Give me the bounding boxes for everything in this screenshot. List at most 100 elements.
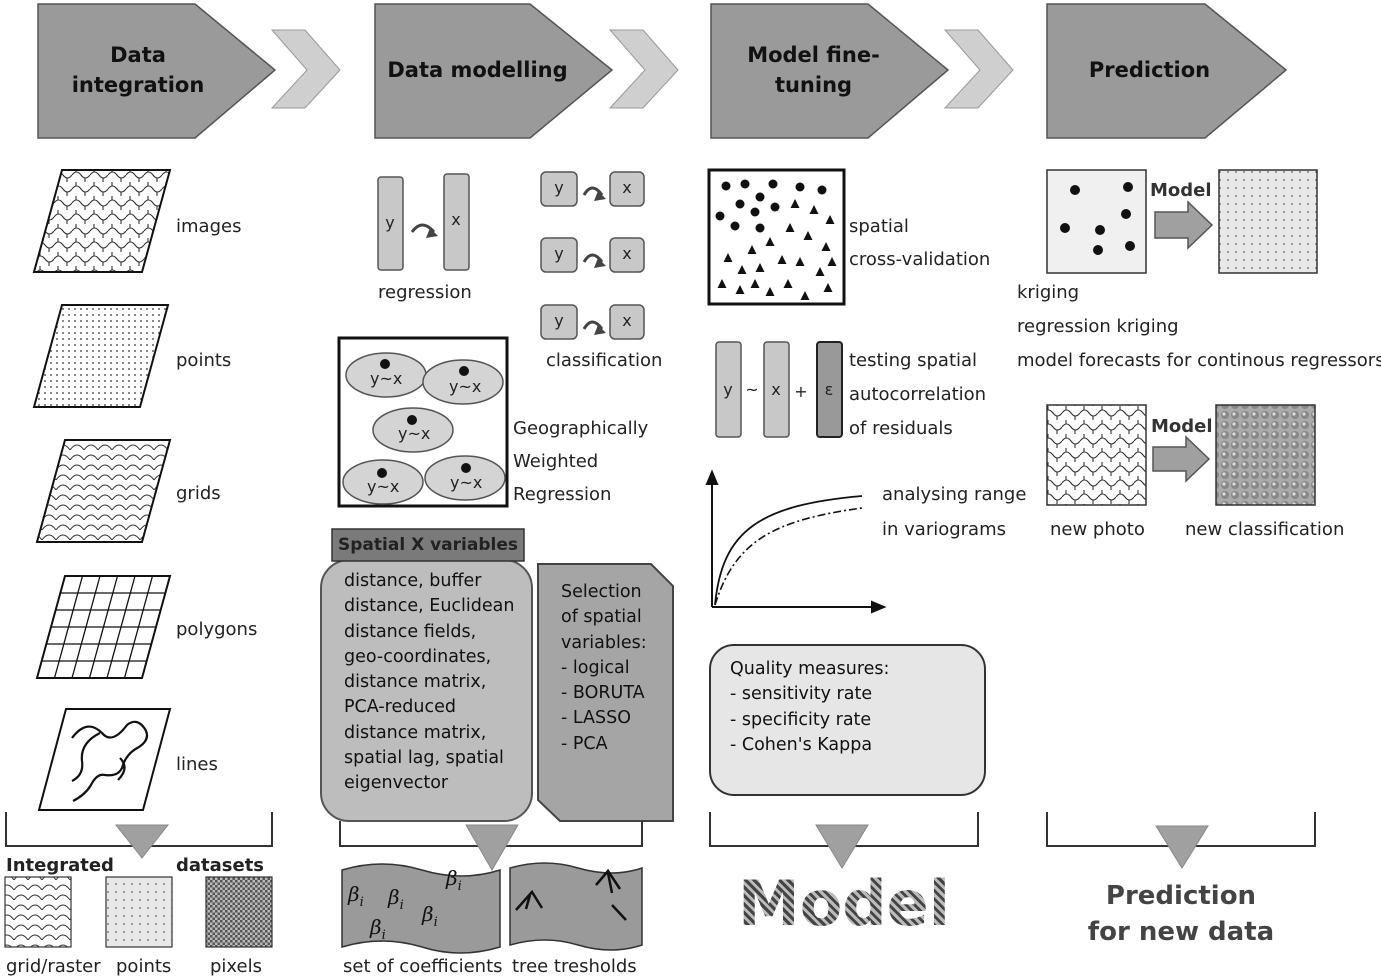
new-classification-box xyxy=(1215,404,1316,506)
kriging-model-label: Model xyxy=(1150,180,1212,201)
selection-line-7: - PCA xyxy=(561,733,608,754)
item-images: images xyxy=(176,216,242,237)
input-layer-shapes xyxy=(32,169,172,811)
stage-connector-chevrons xyxy=(270,29,1014,109)
kriging-points xyxy=(1060,182,1135,255)
cv-test-point xyxy=(755,263,765,272)
selection-line-5: - BORUTA xyxy=(561,683,645,704)
modelling-arrow xyxy=(465,824,519,871)
cv-training-point xyxy=(770,202,780,212)
quality-list: Quality measures:- sensitivity rate- spe… xyxy=(730,657,889,758)
selection-line-4: - logical xyxy=(561,657,630,678)
stage-title-finetuning: Model fine-tuning xyxy=(747,43,880,97)
cv-training-point xyxy=(795,182,805,192)
selection-line-1: Selection xyxy=(561,582,642,602)
res-tilde: ~ xyxy=(745,380,759,399)
cv-test-point xyxy=(723,253,733,262)
quality-box xyxy=(709,644,986,796)
gwr-label-1: Geographically xyxy=(513,418,649,439)
residual-label-3: of residuals xyxy=(849,418,953,439)
stage-header-shapes xyxy=(37,3,1288,139)
cv-test-point xyxy=(747,245,757,254)
cv-test-point xyxy=(815,267,825,276)
cv-test-point xyxy=(717,279,727,288)
selection-line-2: of spatial xyxy=(561,607,642,628)
item-grids: grids xyxy=(176,483,221,504)
cv-training-point xyxy=(768,179,778,189)
prediction-arrow xyxy=(1155,825,1209,869)
cls-y-3: y xyxy=(554,311,564,330)
new-photo-box xyxy=(1046,404,1147,506)
lines-squiggle xyxy=(71,720,149,802)
cls-x-3: x xyxy=(622,311,632,330)
gwr-points xyxy=(377,359,471,478)
cv-frame xyxy=(707,168,846,306)
selection-box xyxy=(537,563,674,822)
regression-boxes xyxy=(377,171,645,340)
regression-label: regression xyxy=(378,282,472,303)
cv-test-point xyxy=(803,231,813,240)
beta-1: βi xyxy=(348,882,364,910)
loop-arrowheads xyxy=(426,191,606,335)
gwr-yx-1: y~x xyxy=(370,369,403,388)
new-classification-label: new classification xyxy=(1185,519,1345,540)
selection-line-6: - LASSO xyxy=(561,708,631,729)
beta-4: βi xyxy=(370,915,386,943)
kriging-label: kriging xyxy=(1017,282,1080,303)
cv-test-point xyxy=(809,205,819,214)
cv-test-point xyxy=(765,237,775,246)
selection-line-3: variables: xyxy=(561,632,647,653)
residual-label-1: testing spatial xyxy=(849,350,978,371)
res-epsilon: ε xyxy=(824,380,834,399)
grid-line-v xyxy=(88,575,119,679)
gwr-ellipses xyxy=(342,352,506,505)
gwr-yx-5: y~x xyxy=(450,473,483,492)
polygon-grid-lines xyxy=(41,575,166,679)
model-output-title: Model xyxy=(710,868,978,940)
quality-line-1: Quality measures: xyxy=(730,659,890,679)
cv-training-point xyxy=(817,185,827,195)
quality-line-4: - Cohen's Kappa xyxy=(730,734,873,755)
grid-line-v xyxy=(123,575,154,679)
cv-label-2: cross-validation xyxy=(849,249,991,270)
cv-test-point xyxy=(785,223,795,232)
grid-line-v xyxy=(53,575,84,679)
cv-test-point xyxy=(750,279,760,288)
grid-line-v xyxy=(106,575,136,679)
spatial-x-title-bar xyxy=(331,528,525,562)
new-photo-label: new photo xyxy=(1050,519,1145,540)
res-y: y xyxy=(723,380,733,399)
item-polygons: polygons xyxy=(176,619,258,640)
stage-title-modelling: Data modelling xyxy=(387,58,568,82)
beta-5: βi xyxy=(422,902,438,930)
spatial-x-line-5: distance matrix, xyxy=(344,672,487,693)
integrated-dataset-tiles xyxy=(4,876,273,948)
cv-training-point xyxy=(730,221,740,231)
cls-y-2: y xyxy=(554,244,564,263)
beta-2: βi xyxy=(388,885,404,913)
cv-test-point xyxy=(783,279,793,288)
gwr-label-3: Regression xyxy=(513,484,612,505)
cv-test-point xyxy=(795,257,805,266)
cls-y-1: y xyxy=(554,178,564,197)
cv-training-point xyxy=(755,192,765,202)
coefficients-label: set of coefficients xyxy=(343,956,503,977)
datasets-label: datasets xyxy=(176,855,265,876)
residual-boxes xyxy=(715,341,843,438)
cv-training-point xyxy=(755,223,765,233)
gwr-label-2: Weighted xyxy=(513,451,599,472)
spatial-x-line-1: distance, buffer xyxy=(344,571,482,591)
item-lines: lines xyxy=(176,754,218,775)
tree-label: tree tresholds xyxy=(512,956,637,977)
kriging-surface-box xyxy=(1218,169,1318,274)
cv-training-point xyxy=(715,211,725,221)
cv-test-point xyxy=(765,287,775,296)
cv-test-point xyxy=(825,215,835,224)
cls-x-2: x xyxy=(622,244,632,263)
cv-training-point xyxy=(750,207,760,217)
reg-x: x xyxy=(451,210,461,229)
res-x: x xyxy=(771,380,781,399)
